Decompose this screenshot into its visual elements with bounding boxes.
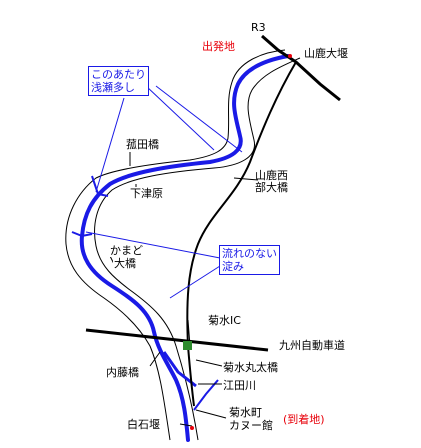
expressway-label: 九州自動車道 — [279, 339, 345, 352]
callout-shallows-line2: 浅瀬多し — [91, 81, 135, 94]
ic-square-marker — [183, 341, 192, 350]
callout-still-water-line2: 淀み — [222, 260, 244, 273]
goal-point-marker — [190, 426, 194, 430]
river-branch-upper — [91, 175, 109, 197]
route-r3-road — [261, 34, 341, 102]
expressway-road — [85, 328, 269, 352]
etagawa-label: 江田川 — [222, 379, 257, 392]
river-branch-kamado — [71, 231, 93, 238]
label-leaders — [149, 177, 259, 427]
bridge-tsugeta-label: 菰田橋 — [125, 138, 160, 151]
yamaga-dam-label: 山鹿大堰 — [304, 47, 348, 60]
callout-still-water-line1: 流れのない — [222, 247, 277, 260]
callout-shallows-leader — [95, 85, 243, 193]
start-label: 出発地 — [202, 40, 235, 53]
canoe-house-label-1: 菊水町 — [229, 406, 262, 419]
start-point-marker — [288, 54, 292, 58]
bridge-yamaga-seibu-label-2: 部大橋 — [255, 181, 288, 194]
river-etagawa — [193, 379, 219, 411]
callout-still-water: 流れのない 淀み — [219, 245, 280, 275]
canoe-house-label-2: カヌー館 — [229, 419, 273, 432]
bridge-kikusui-maruta-label: 菊水丸太橋 — [222, 361, 279, 374]
bridge-kamado-label-2: 大橋 — [113, 257, 137, 270]
kikusui-ic-label: 菊水IC — [207, 314, 242, 327]
bridge-kamado-label-1: かまど — [109, 244, 144, 257]
bridge-yamaga-seibu-label-1: 山鹿西 — [255, 169, 288, 182]
bridge-naito-label: 内藤橋 — [105, 366, 140, 379]
shiraishi-weir-label: 白石堰 — [126, 418, 161, 431]
river-bank-east — [94, 57, 301, 441]
callout-still-water-leader — [85, 231, 221, 299]
callout-shallows-line1: このあたり — [91, 68, 146, 81]
callout-shallows: このあたり 浅瀬多し — [88, 66, 149, 96]
shimotsubaru-label: 下津原 — [129, 187, 164, 200]
goal-label: (到着地) — [283, 413, 325, 426]
river-branch-lower — [162, 351, 197, 388]
route-r3-label: R3 — [251, 21, 266, 34]
river-course — [79, 54, 290, 442]
connector-road — [186, 61, 297, 407]
